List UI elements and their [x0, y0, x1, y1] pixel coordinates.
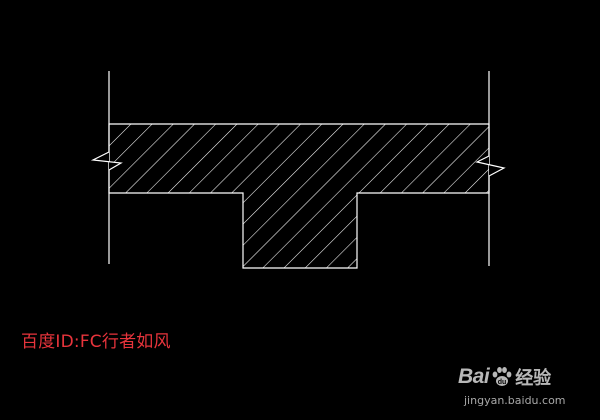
- left-break-symbol: [90, 151, 123, 171]
- svg-text:du: du: [498, 379, 507, 386]
- right-break-symbol: [475, 155, 506, 177]
- watermark-brand: Bai du 经验: [458, 362, 551, 392]
- hatched-section: [108, 123, 490, 269]
- watermark-url: jingyan.baidu.com: [464, 394, 566, 407]
- watermark-product: 经验: [515, 368, 552, 389]
- baidu-jingyan-watermark: Bai du 经验 jingyan.baidu.com: [458, 354, 594, 414]
- paw-print-icon: du: [490, 365, 514, 389]
- author-label: 百度ID:FC行者如风: [21, 332, 171, 352]
- watermark-brand-left: Bai: [458, 365, 490, 388]
